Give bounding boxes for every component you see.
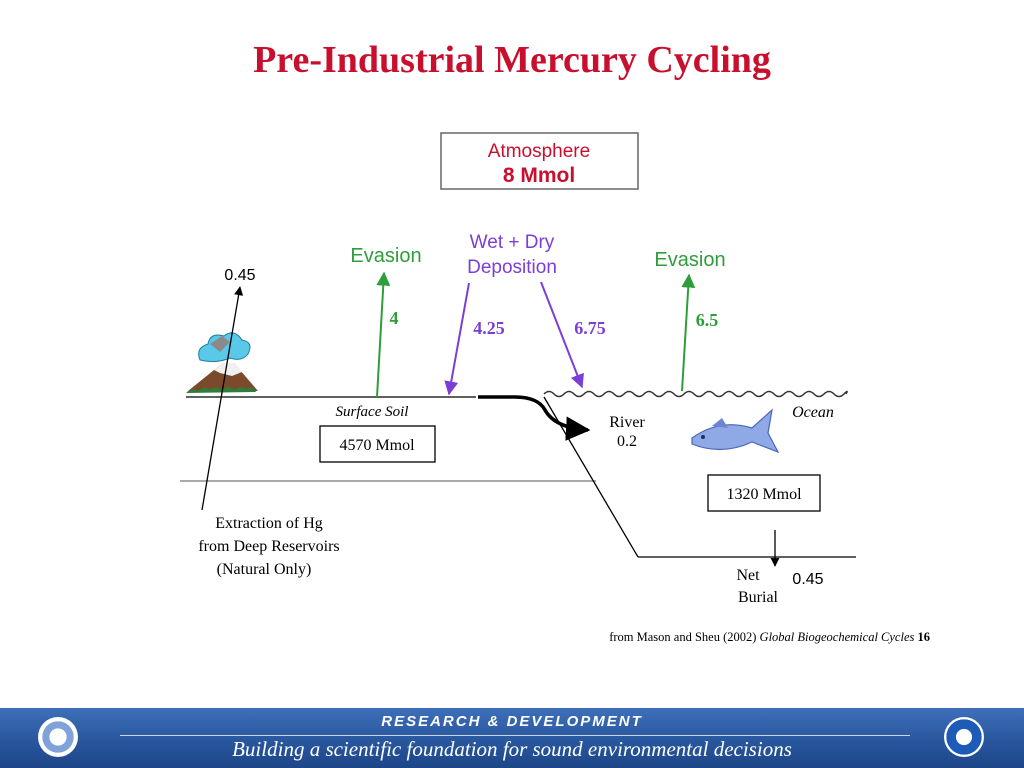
deposition-label-line2: Deposition xyxy=(467,257,557,278)
fish-icon xyxy=(691,408,780,454)
citation-journal: Global Biogeochemical Cycles xyxy=(760,630,915,644)
land-evasion-arrow xyxy=(376,271,391,398)
ocean-label: Ocean xyxy=(792,404,834,421)
extraction-value: 0.45 xyxy=(224,267,255,284)
land-evasion-label: Evasion xyxy=(350,245,421,267)
footer-divider xyxy=(120,735,910,736)
burial-label-line1: Net xyxy=(736,567,760,584)
ocean-evasion-arrow xyxy=(681,273,696,392)
land-deposition-arrow xyxy=(444,282,470,396)
deposition-label-line1: Wet + Dry xyxy=(470,232,555,253)
citation-volume: 16 xyxy=(914,630,930,644)
atmosphere-box: Atmosphere 8 Mmol xyxy=(440,132,639,190)
atmosphere-amount: 8 Mmol xyxy=(503,164,575,187)
river-value: 0.2 xyxy=(617,433,637,450)
river-flow-arrow xyxy=(478,395,591,441)
extraction-note-line2: from Deep Reservoirs xyxy=(198,538,339,555)
extraction-note-line3: (Natural Only) xyxy=(217,561,312,578)
atmosphere-label: Atmosphere xyxy=(488,141,590,162)
volcano-icon xyxy=(186,332,258,393)
page-title: Pre-Industrial Mercury Cycling xyxy=(253,39,771,81)
noaa-logo-icon xyxy=(944,717,984,757)
ocean-surface-wave xyxy=(543,390,848,398)
ocean-deposition-value: 6.75 xyxy=(574,318,606,338)
footer-top-text: RESEARCH & DEVELOPMENT xyxy=(381,713,643,730)
soil-reservoir-box xyxy=(319,425,436,463)
footer-tagline: Building a scientific foundation for sou… xyxy=(232,737,792,761)
ocean-amount: 1320 Mmol xyxy=(726,486,802,503)
extraction-note-line1: Extraction of Hg xyxy=(215,515,323,532)
epa-seal-icon xyxy=(38,717,78,757)
ocean-reservoir-box xyxy=(707,474,821,512)
citation-prefix: from Mason and Sheu (2002) xyxy=(609,630,759,644)
soil-label: Surface Soil xyxy=(336,404,409,420)
citation: from Mason and Sheu (2002) Global Biogeo… xyxy=(609,630,930,644)
land-deposition-value: 4.25 xyxy=(473,318,505,338)
land-evasion-value: 4 xyxy=(390,308,399,328)
footer-banner: RESEARCH & DEVELOPMENT Building a scient… xyxy=(0,708,1024,768)
burial-label-line2: Burial xyxy=(738,589,779,606)
burial-value: 0.45 xyxy=(792,571,823,588)
soil-amount: 4570 Mmol xyxy=(339,437,415,454)
mercury-cycle-diagram: Atmosphere 8 Mmol 0.45 Evasion 4 Wet + D… xyxy=(180,132,930,644)
river-label: River xyxy=(609,414,645,431)
ocean-evasion-label: Evasion xyxy=(654,249,725,271)
extraction-arrow xyxy=(201,286,244,511)
ocean-deposition-arrow xyxy=(540,281,584,389)
ocean-evasion-value: 6.5 xyxy=(696,310,719,330)
